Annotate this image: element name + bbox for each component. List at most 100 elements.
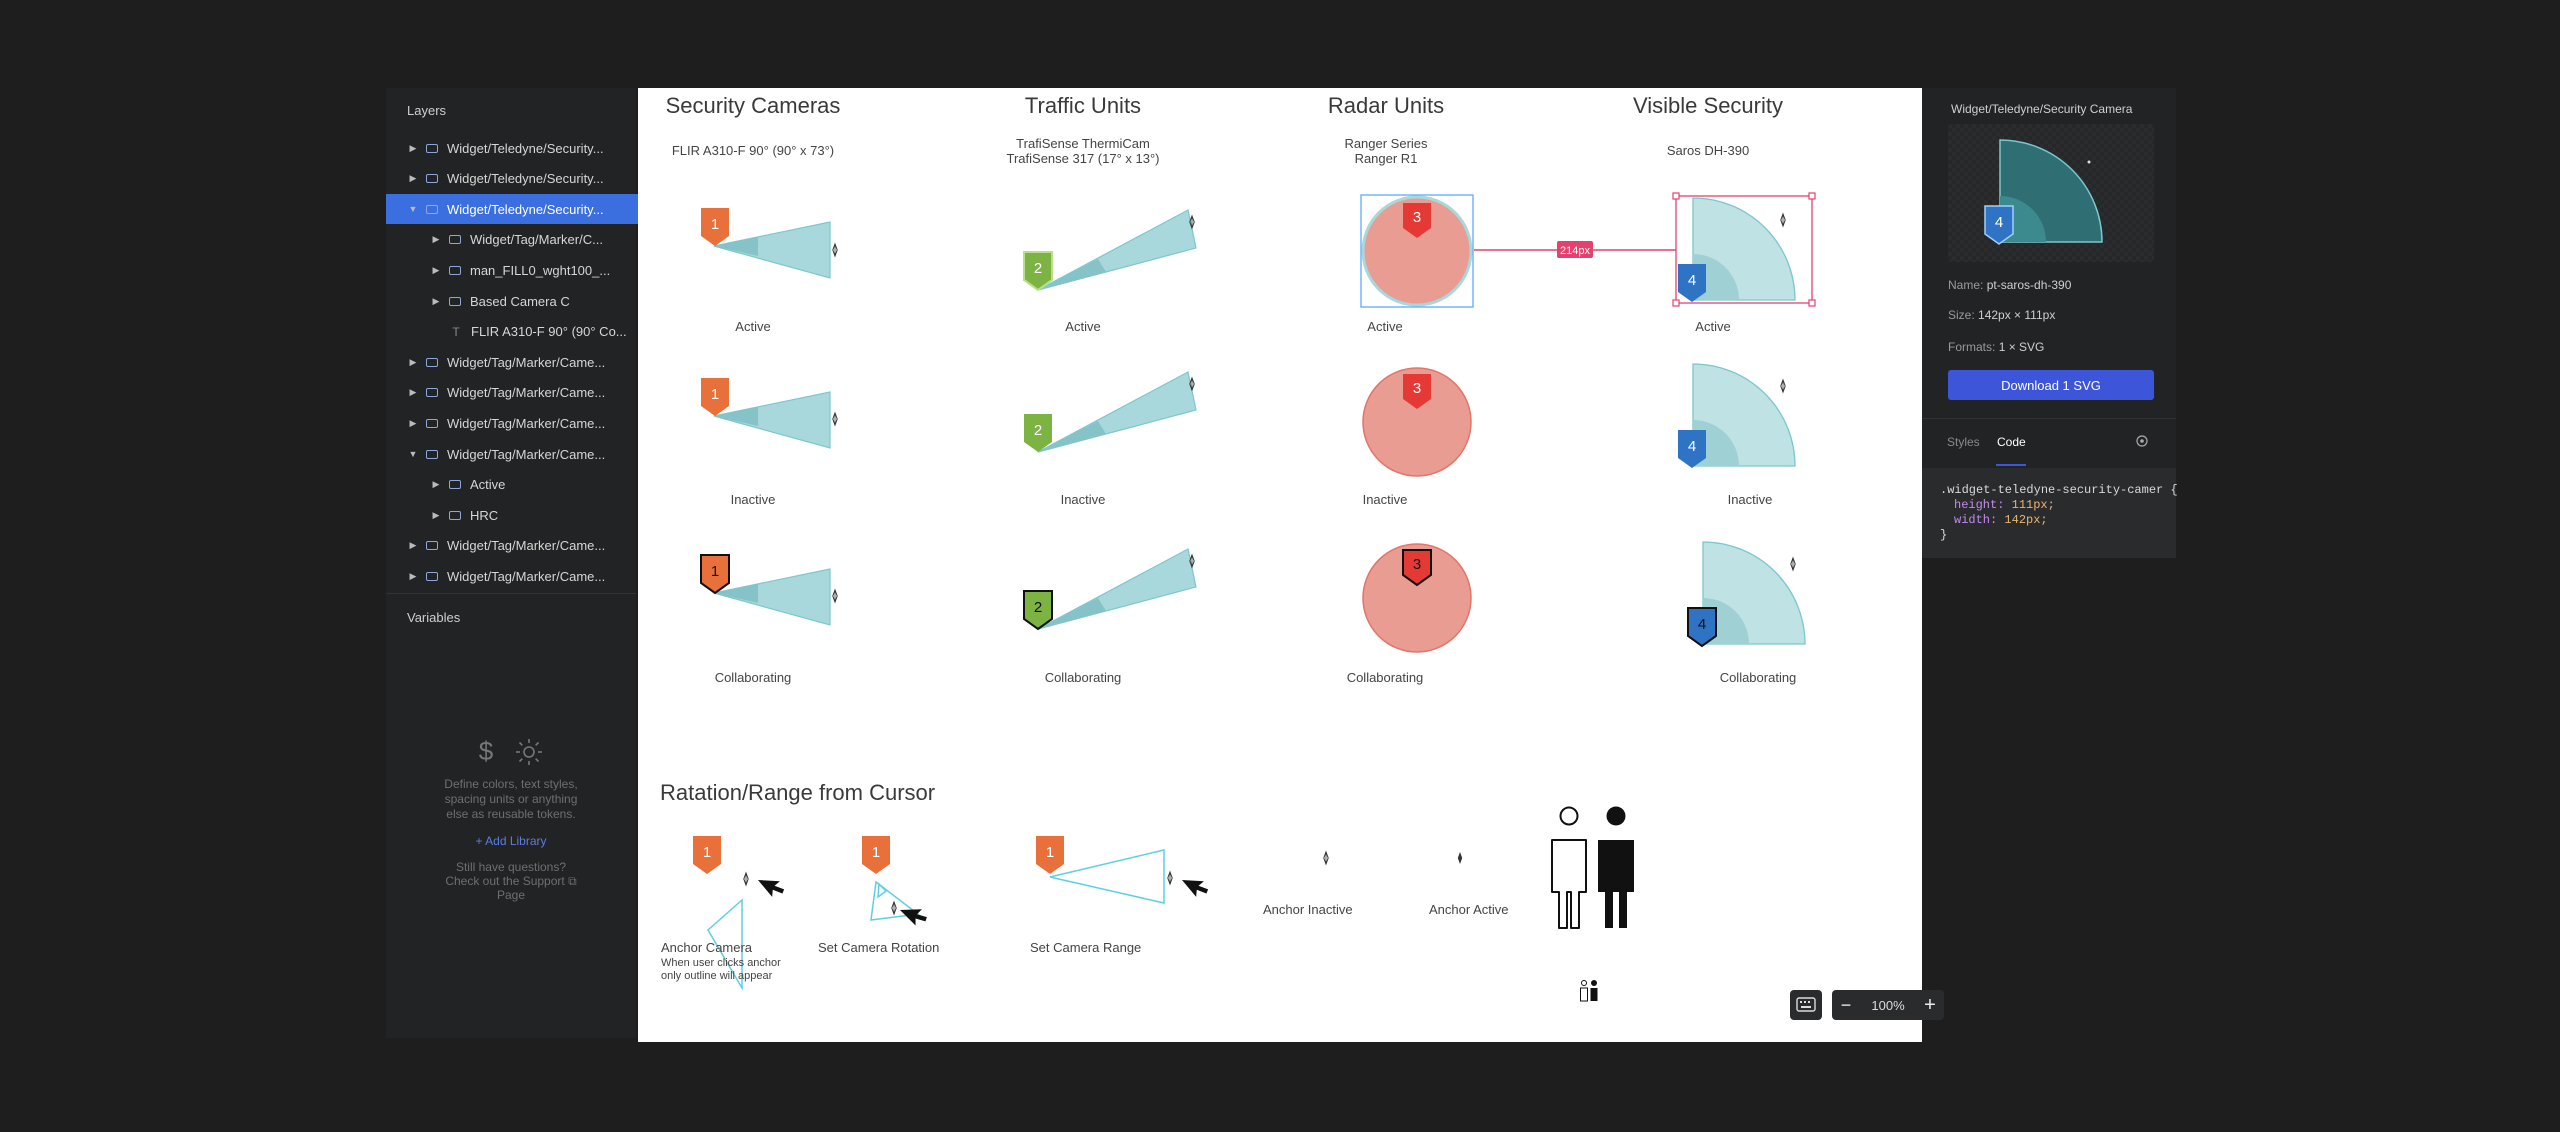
folder-icon — [449, 480, 461, 490]
design-canvas[interactable]: Security Cameras FLIR A310-F 90° (90° x … — [638, 88, 1922, 1042]
layer-label: FLIR A310-F 90° (90° Co... — [471, 324, 627, 340]
layer-label: Based Camera C — [470, 293, 570, 309]
state-label-active: Active — [1367, 319, 1403, 334]
marker-number-flir: 1 — [872, 844, 880, 861]
layer-row[interactable]: ▶ Widget/Teledyne/Security... — [386, 164, 656, 194]
column-subtitle-saros: Saros DH-390 — [1666, 143, 1750, 158]
radar-unit-collaborating[interactable]: 3 — [1362, 543, 1472, 653]
saros-camera-inactive[interactable]: 4 — [1678, 363, 1796, 468]
caret-right-icon[interactable]: ▶ — [432, 479, 440, 490]
flir-camera-inactive[interactable]: 1 — [701, 378, 838, 449]
marker-number-saros: 4 — [1698, 616, 1706, 633]
zoom-out-button[interactable]: − — [1840, 994, 1852, 1015]
caret-right-icon[interactable]: ▶ — [409, 417, 417, 428]
column-title-radar-units: Radar Units — [1327, 93, 1445, 118]
column-title-traffic-units: Traffic Units — [1024, 93, 1142, 118]
state-label-inactive: Inactive — [1060, 492, 1106, 507]
caret-right-icon[interactable]: ▶ — [432, 264, 440, 275]
anchor-camera-demo: 1 — [693, 836, 785, 991]
traffic-camera-collaborating[interactable]: 2 — [1023, 548, 1197, 631]
flir-camera-active[interactable]: 1 — [701, 208, 838, 279]
marker-number-traffic: 2 — [1034, 599, 1042, 616]
traffic-camera-inactive[interactable]: 2 — [1024, 371, 1197, 453]
caret-down-icon[interactable]: ▼ — [408, 204, 418, 215]
caret-right-icon[interactable]: ▶ — [432, 234, 440, 245]
cursor-arrow-icon — [900, 909, 927, 926]
traffic-camera-active[interactable]: 2 — [1023, 209, 1197, 292]
saros-camera-collaborating[interactable]: 4 — [1687, 541, 1806, 648]
cursor-arrow-icon — [1182, 880, 1209, 897]
saros-camera-active[interactable]: 4 — [1672, 192, 1816, 307]
zoom-in-button[interactable]: + — [1924, 993, 1936, 1016]
layer-row[interactable]: ▼Widget/Teledyne/Security... — [386, 194, 656, 225]
marker-number-saros: 4 — [1688, 272, 1696, 289]
caret-right-icon[interactable]: ▶ — [432, 295, 440, 306]
dollar-icon: $ — [478, 736, 494, 766]
layer-row[interactable]: ▶Active — [386, 470, 679, 500]
layer-row[interactable]: ▶HRC — [386, 500, 679, 530]
layer-row[interactable]: ▶ Widget/Tag/Marker/Came... — [386, 347, 656, 377]
marker-number-flir: 1 — [1046, 844, 1054, 861]
settings-icon[interactable] — [2135, 434, 2149, 448]
marker-number-radar: 3 — [1413, 556, 1421, 573]
layer-row[interactable]: ▶ Widget/Tag/Marker/C... — [386, 225, 679, 255]
caret-right-icon[interactable]: ▶ — [409, 356, 417, 367]
layer-row[interactable]: ▶ Widget/Tag/Marker/Came... — [386, 378, 656, 408]
layer-label: Widget/Tag/Marker/C... — [470, 232, 603, 248]
marker-shield-traffic — [1023, 251, 1053, 292]
caret-down-icon[interactable]: ▼ — [408, 449, 418, 459]
marker-number-traffic: 2 — [1034, 422, 1042, 439]
person-outline-icon — [1551, 806, 1587, 929]
radar-unit-active[interactable]: 3 — [1360, 194, 1474, 308]
caret-right-icon[interactable]: ▶ — [409, 540, 417, 551]
add-library-link[interactable]: + Add Library — [475, 834, 547, 848]
variables-desc-3: else as reusable tokens. — [446, 807, 576, 821]
radar-unit-inactive[interactable]: 3 — [1362, 367, 1472, 477]
layer-label: Widget/Tag/Marker/Came... — [447, 354, 606, 370]
folder-icon — [426, 388, 438, 398]
layer-label: Widget/Tag/Marker/Came... — [447, 385, 606, 401]
layer-row[interactable]: ▶ Based Camera C — [386, 286, 679, 316]
caret-right-icon[interactable]: ▶ — [409, 142, 417, 153]
state-label-inactive: Inactive — [1362, 492, 1408, 507]
code-block[interactable]: .widget-teledyne-security-camer { height… — [1922, 468, 2178, 558]
folder-icon — [449, 296, 461, 306]
zoom-level[interactable]: 100% — [1871, 997, 1905, 1013]
marker-shield-flir — [701, 208, 729, 246]
caret-right-icon[interactable]: ▶ — [409, 570, 417, 581]
layer-row[interactable]: ▶man_FILL0_wght100_... — [386, 255, 679, 285]
inspector-panel: Widget/Teledyne/Security Camera 4 Name: … — [1922, 88, 2178, 558]
help-line-1: Still have questions? — [455, 860, 567, 874]
sun-icon — [516, 739, 543, 765]
keyboard-shortcuts-button[interactable] — [1790, 990, 1822, 1020]
label-anchor-inactive: Anchor Inactive — [1263, 902, 1353, 917]
caret-right-icon[interactable]: ▶ — [432, 509, 440, 520]
download-svg-button[interactable]: Download 1 SVG — [1948, 370, 2154, 400]
layer-row[interactable]: ▶Widget/Tag/Marker/Came... — [386, 531, 656, 561]
support-link[interactable]: Check out the Support ⧉ — [445, 874, 577, 888]
layer-row[interactable]: ▶Widget/Tag/Marker/Came... — [386, 561, 656, 591]
marker-shield-radar — [1403, 203, 1431, 238]
caret-right-icon[interactable]: ▶ — [409, 387, 417, 398]
external-link-icon: ⧉ — [568, 874, 577, 888]
layer-label: Widget/Teledyne/Security... — [447, 171, 604, 187]
layer-row[interactable]: ▼Widget/Tag/Marker/Came... — [386, 439, 656, 469]
layer-row[interactable]: ▶Widget/Teledyne/Security... — [386, 133, 656, 163]
marker-shield-flir — [693, 836, 721, 874]
marker-number-saros: 4 — [1688, 438, 1696, 455]
marker-shield-flir — [701, 378, 729, 416]
asset-name-value[interactable]: pt-saros-dh-390 — [1986, 278, 2072, 292]
caret-right-icon[interactable]: ▶ — [409, 173, 417, 184]
panel-divider — [1922, 418, 2176, 419]
flir-camera-collaborating[interactable]: 1 — [700, 554, 838, 626]
layer-row[interactable]: ▶Widget/Tag/Marker/Came... — [386, 408, 656, 438]
section-title-rotation-range: Ratation/Range from Cursor — [660, 780, 936, 805]
folder-icon — [426, 204, 438, 214]
state-label-collaborating: Collaborating — [714, 670, 792, 685]
tab-code[interactable]: Code — [1997, 435, 2026, 449]
distance-measurement: 214px — [1474, 241, 1676, 258]
tab-styles[interactable]: Styles — [1947, 435, 1980, 449]
